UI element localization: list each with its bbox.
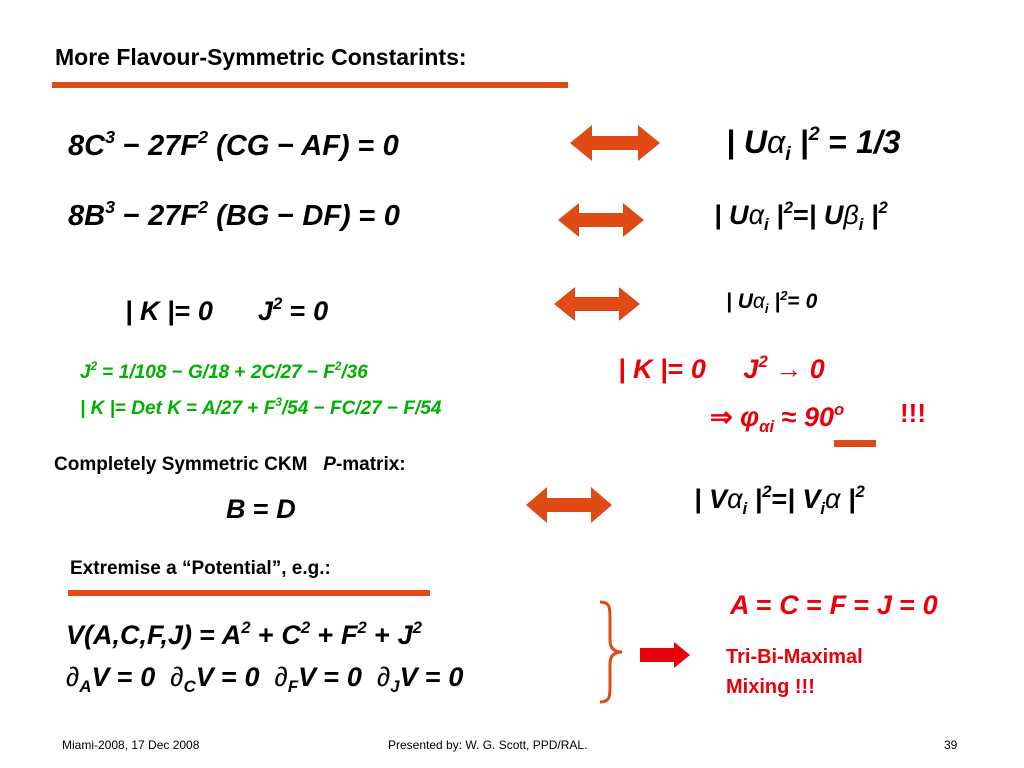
ckm-label: Completely Symmetric CKM P-matrix: [54, 454, 406, 475]
tbm-line2: Mixing !!! [726, 676, 815, 698]
equation-row2-left: 8B3 − 27F2 (BG − DF) = 0 [68, 197, 400, 232]
right-arrow-icon [640, 642, 690, 668]
footer-left: Miami-2008, 17 Dec 2008 [62, 738, 200, 752]
kj-limit-right: | K |= 0 J2 → 0 [618, 352, 825, 384]
equation-b-equals-d: B = D [226, 494, 296, 524]
equation-row3-left: | K |= 0 J2 = 0 [125, 294, 329, 326]
potential-equation: V(A,C,F,J) = A2 + C2 + F2 + J2 [66, 618, 422, 650]
equation-row1-right: | Uαi |2 = 1/3 [726, 123, 901, 165]
footer-page-number: 39 [944, 738, 958, 752]
exclamation-text: !!! [900, 398, 926, 428]
footer-center: Presented by: W. G. Scott, PPD/RAL. [388, 738, 588, 752]
green-formula-j2: J2 = 1/108 − G/18 + 2C/27 − F2/36 [80, 360, 368, 383]
double-arrow-icon [526, 487, 612, 523]
equation-v-right: | Vαi |2=| Viα |2 [694, 482, 865, 518]
phi-underline [834, 440, 876, 447]
double-arrow-icon [554, 287, 640, 321]
green-formula-detk: | K |= Det K = A/27 + F3/54 − FC/27 − F/… [80, 396, 442, 419]
equation-row2-right: | Uαi |2=| Uβi |2 [714, 198, 888, 234]
potential-underline [68, 590, 430, 596]
title-underline [52, 82, 568, 88]
tbm-line1: Tri-Bi-Maximal [726, 646, 863, 668]
double-arrow-icon [570, 125, 660, 161]
equation-row1-left: 8C3 − 27F2 (CG − AF) = 0 [68, 127, 399, 162]
phi-equation: ⇒ φαi ≈ 90o [710, 400, 845, 436]
double-arrow-icon [558, 203, 644, 237]
brace-icon [599, 600, 623, 704]
potential-label: Extremise a “Potential”, e.g.: [70, 558, 331, 579]
derivative-equations: ∂AV = 0 ∂CV = 0 ∂FV = 0 ∂JV = 0 [66, 662, 464, 696]
equation-row3-right: | Uαi |2= 0 [726, 287, 818, 316]
slide-title: More Flavour-Symmetric Constarints: [55, 44, 467, 70]
result-equation: A = C = F = J = 0 [730, 590, 938, 620]
